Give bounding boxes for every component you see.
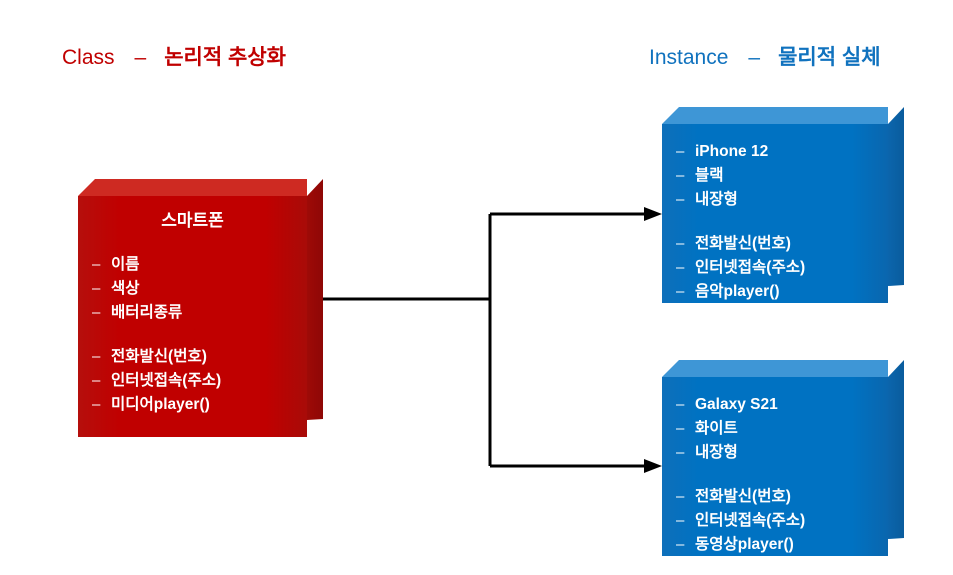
instance-attribute-label: 내장형 [695, 444, 738, 461]
instance-box-galaxy[interactable]: – Galaxy S21 – 화이트 – 내장형 – 전화발신(번호) [662, 377, 888, 556]
class-box-content: 스마트폰 – 이름 – 색상 – 배터리종류 – 전화발신(번호) [78, 196, 307, 437]
instance-attribute-list: – iPhone 12 – 블랙 – 내장형 [662, 140, 888, 212]
instance-heading-separator: – [748, 46, 761, 69]
list-item: – 인터넷접속(주소) [662, 509, 888, 533]
instance-method-label: 인터넷접속(주소) [695, 512, 806, 529]
list-item: – 인터넷접속(주소) [78, 369, 307, 393]
dash-bullet: – [676, 488, 685, 505]
list-item: – 음악player() [662, 280, 888, 304]
instance-method-list: – 전화발신(번호) – 인터넷접속(주소) – 동영상player() [662, 485, 888, 557]
instance-box-iphone[interactable]: – iPhone 12 – 블랙 – 내장형 – 전화발신(번호) [662, 124, 888, 303]
instance-attribute-list: – Galaxy S21 – 화이트 – 내장형 [662, 393, 888, 465]
instance-attribute-label: 블랙 [695, 167, 724, 184]
instance-attribute-label: iPhone 12 [695, 143, 769, 160]
class-method-label: 인터넷접속(주소) [111, 372, 222, 389]
list-item: – 화이트 [662, 417, 888, 441]
dash-bullet: – [676, 143, 685, 160]
instance-heading-description: 물리적 실체 [778, 46, 881, 69]
list-item: – 전화발신(번호) [662, 232, 888, 256]
dash-bullet: – [92, 280, 101, 297]
instance-box-side-panel [888, 107, 904, 286]
dash-bullet: – [676, 444, 685, 461]
instance-box-face [662, 377, 888, 556]
dash-bullet: – [92, 348, 101, 365]
instance-heading: Instance–물리적 실체 [649, 45, 881, 71]
dash-bullet: – [676, 536, 685, 553]
list-item: – 이름 [78, 253, 307, 277]
class-box-title: 스마트폰 [161, 211, 224, 230]
class-box-face [78, 196, 307, 437]
list-item: – 전화발신(번호) [78, 345, 307, 369]
dash-bullet: – [676, 167, 685, 184]
instance-method-label: 전화발신(번호) [695, 235, 791, 252]
dash-bullet: – [676, 396, 685, 413]
class-heading-term: Class [62, 46, 115, 69]
instance-box-content: – Galaxy S21 – 화이트 – 내장형 – 전화발신(번호) [662, 377, 888, 556]
dash-bullet: – [676, 512, 685, 529]
list-item: – 배터리종류 [78, 301, 307, 325]
class-heading-description: 논리적 추상화 [164, 46, 286, 69]
dash-bullet: – [676, 283, 685, 300]
instance-attribute-label: 내장형 [695, 191, 738, 208]
instance-heading-term: Instance [649, 46, 729, 69]
list-item: – 미디어player() [78, 393, 307, 417]
class-heading: Class–논리적 추상화 [62, 45, 286, 71]
class-box-attribute-list: – 이름 – 색상 – 배터리종류 [78, 253, 307, 325]
class-box[interactable]: 스마트폰 – 이름 – 색상 – 배터리종류 – 전화발신(번호) [78, 196, 307, 437]
instance-box-side-panel [888, 360, 904, 539]
instance-box-top-bevel [662, 360, 888, 377]
class-attribute-label: 배터리종류 [111, 304, 183, 321]
instance-method-list: – 전화발신(번호) – 인터넷접속(주소) – 음악player() [662, 232, 888, 304]
list-item: – 전화발신(번호) [662, 485, 888, 509]
class-box-method-list: – 전화발신(번호) – 인터넷접속(주소) – 미디어player() [78, 345, 307, 417]
instance-method-label: 전화발신(번호) [695, 488, 791, 505]
dash-bullet: – [676, 235, 685, 252]
list-item: – 블랙 [662, 164, 888, 188]
instance-method-label: 음악player() [695, 283, 780, 300]
list-item: – 인터넷접속(주소) [662, 256, 888, 280]
list-item: – 동영상player() [662, 533, 888, 557]
dash-bullet: – [676, 259, 685, 276]
list-item: – iPhone 12 [662, 140, 888, 164]
dash-bullet: – [676, 420, 685, 437]
class-heading-separator: – [134, 46, 147, 69]
instance-box-content: – iPhone 12 – 블랙 – 내장형 – 전화발신(번호) [662, 124, 888, 303]
class-method-label: 전화발신(번호) [111, 348, 207, 365]
dash-bullet: – [92, 396, 101, 413]
dash-bullet: – [92, 372, 101, 389]
list-item: – Galaxy S21 [662, 393, 888, 417]
dash-bullet: – [92, 256, 101, 273]
list-item: – 내장형 [662, 441, 888, 465]
class-method-label: 미디어player() [111, 396, 210, 413]
class-box-side-panel [307, 179, 323, 420]
class-box-top-bevel [78, 179, 307, 196]
list-item: – 내장형 [662, 188, 888, 212]
instance-method-label: 동영상player() [695, 536, 794, 553]
instance-box-face [662, 124, 888, 303]
instance-box-top-bevel [662, 107, 888, 124]
class-attribute-label: 이름 [111, 256, 140, 273]
instance-method-label: 인터넷접속(주소) [695, 259, 806, 276]
class-attribute-label: 색상 [111, 280, 140, 297]
instance-attribute-label: 화이트 [695, 420, 738, 437]
instance-attribute-label: Galaxy S21 [695, 396, 778, 413]
dash-bullet: – [92, 304, 101, 321]
dash-bullet: – [676, 191, 685, 208]
list-item: – 색상 [78, 277, 307, 301]
